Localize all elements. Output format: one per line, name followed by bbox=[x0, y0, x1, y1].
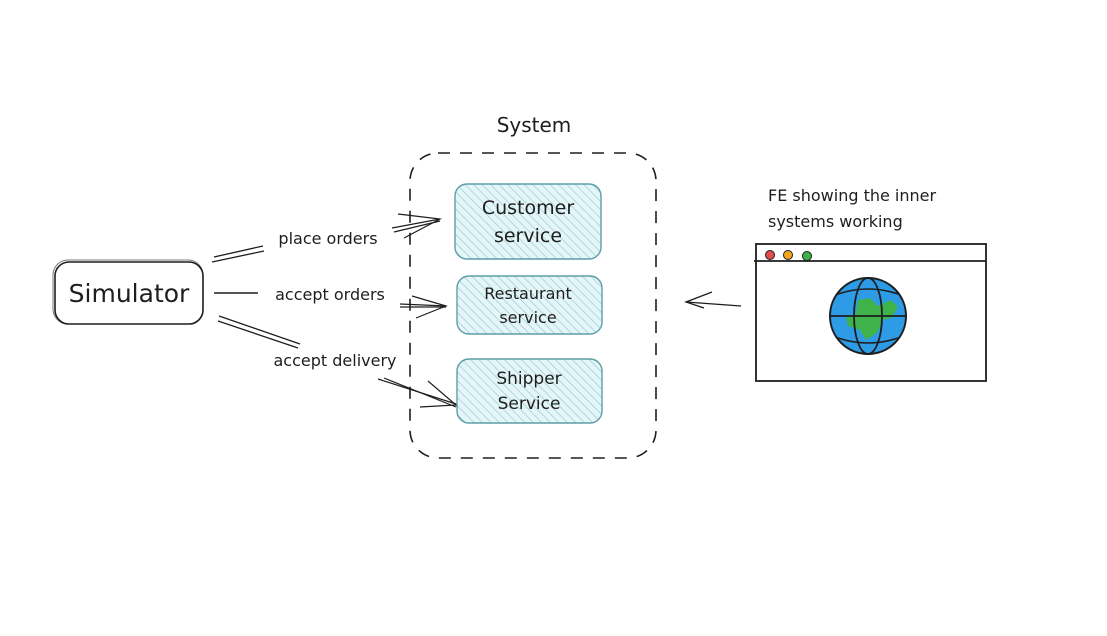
fe-caption-line1: FE showing the inner bbox=[768, 186, 936, 205]
red-dot-icon bbox=[765, 250, 775, 260]
globe-icon bbox=[829, 277, 907, 355]
service-label-line1: Shipper bbox=[496, 369, 561, 389]
simulator-box-sketch bbox=[52, 259, 204, 325]
service-label-line2: service bbox=[494, 225, 562, 247]
service-label-line1: Restaurant bbox=[484, 284, 572, 303]
system-boundary bbox=[409, 152, 657, 459]
edge-label: accept delivery bbox=[273, 351, 396, 370]
system-title: System bbox=[497, 113, 572, 137]
edge-accept-orders[interactable]: accept orders bbox=[214, 285, 448, 319]
yellow-dot-icon bbox=[783, 250, 793, 260]
edge-fe-to-system[interactable] bbox=[684, 291, 742, 309]
arrowhead bbox=[397, 213, 442, 239]
service-box bbox=[456, 358, 603, 424]
browser-window[interactable] bbox=[754, 243, 987, 382]
edge-accept-delivery[interactable]: accept delivery bbox=[217, 315, 458, 408]
simulator-label: Simulator bbox=[69, 279, 190, 308]
service-shipper[interactable]: Shipper Service bbox=[456, 358, 603, 424]
simulator-node[interactable]: Simulator bbox=[52, 259, 204, 325]
edge-label: accept orders bbox=[275, 285, 385, 304]
service-customer[interactable]: Customer service bbox=[454, 183, 602, 260]
fe-caption-line2: systems working bbox=[768, 212, 903, 231]
service-restaurant[interactable]: Restaurant service bbox=[456, 275, 603, 335]
service-label-line2: Service bbox=[498, 394, 561, 414]
arrowhead bbox=[684, 291, 713, 309]
arrowhead bbox=[419, 380, 458, 408]
service-label-line1: Customer bbox=[482, 197, 574, 219]
service-box bbox=[454, 183, 602, 260]
edge-label: place orders bbox=[278, 229, 377, 248]
service-label-line2: service bbox=[499, 308, 556, 327]
frontend-section: FE showing the inner systems working bbox=[754, 186, 987, 382]
service-box bbox=[456, 275, 603, 335]
green-dot-icon bbox=[802, 251, 812, 261]
arrowhead bbox=[411, 295, 448, 319]
edge-place-orders[interactable]: place orders bbox=[211, 213, 442, 263]
system-container: System bbox=[409, 113, 657, 459]
